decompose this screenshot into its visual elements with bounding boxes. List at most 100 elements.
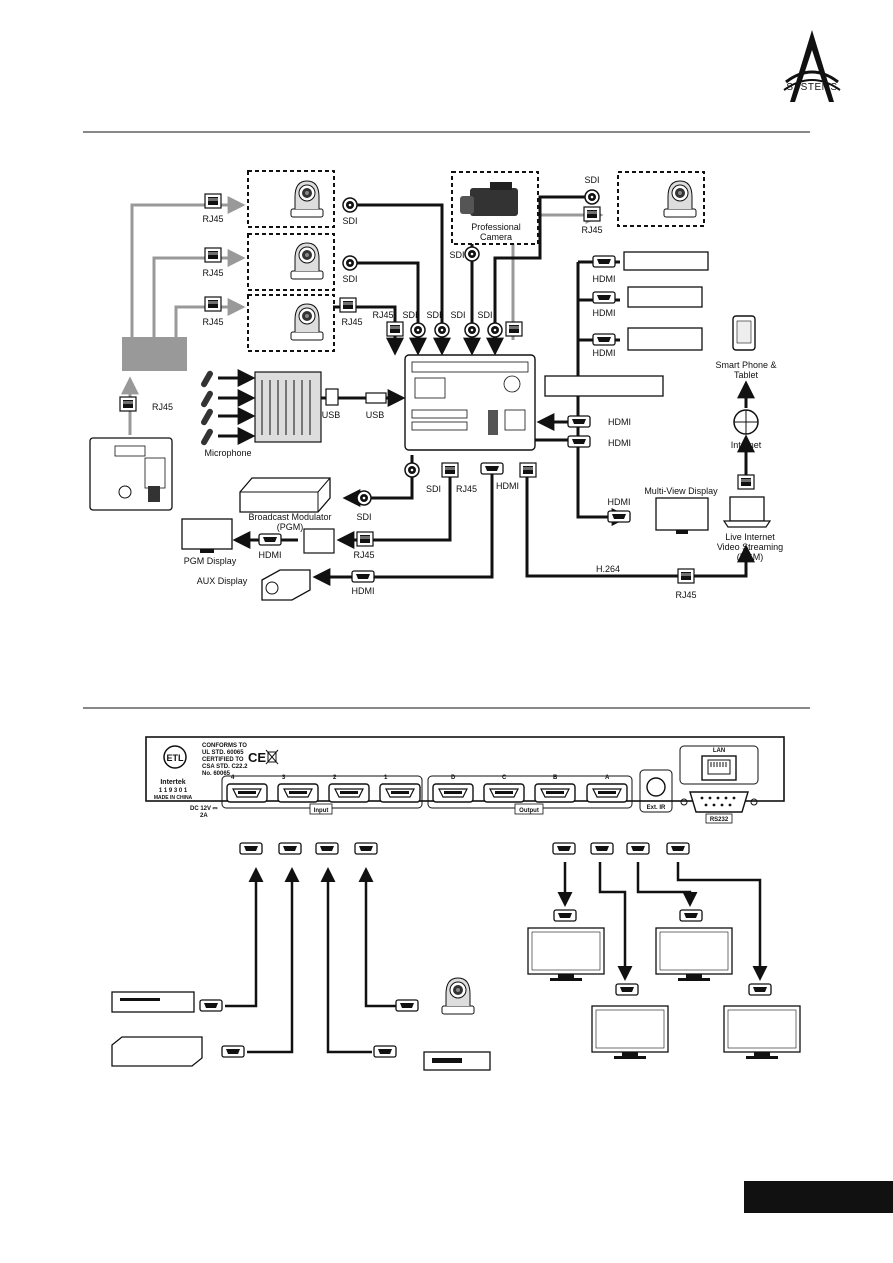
input-num: 3	[282, 775, 286, 781]
rj45-icon	[519, 462, 537, 478]
h264-label: H.264	[596, 564, 620, 574]
cert-line: CERTIFIED TO	[202, 757, 244, 763]
hdmi-connector-icon	[592, 291, 616, 304]
rj45-label: RJ45	[202, 214, 223, 224]
hdmi-label: HDMI	[608, 438, 631, 448]
hdmi-connector-icon	[592, 255, 616, 268]
multiview-display	[655, 497, 709, 534]
sdi-label: SDI	[356, 512, 371, 522]
sdi-connector-icon	[356, 490, 372, 506]
power-amp-label: 2A	[200, 813, 208, 819]
rj45-icon	[204, 296, 222, 312]
hdmi-connector-icon	[480, 462, 504, 475]
output-monitor	[655, 927, 733, 982]
rj45-label: RJ45	[341, 317, 362, 327]
sdi-connector-icon	[487, 322, 503, 338]
hdmi-input-port-2[interactable]	[328, 783, 370, 803]
hdmi-input-port-3[interactable]	[277, 783, 319, 803]
output-letter: C	[502, 775, 507, 781]
intertek-number: 1 1 9 3 0 1	[159, 788, 188, 794]
rj45-icon	[583, 206, 601, 222]
input-num: 4	[231, 775, 235, 781]
hdmi-output-port-a[interactable]	[586, 783, 628, 803]
ptz-camera-1	[247, 170, 335, 228]
hdmi-output-port-d[interactable]	[432, 783, 474, 803]
output-letter: B	[553, 775, 558, 781]
lan-port[interactable]	[701, 755, 737, 781]
cert-line: UL STD. 60065	[202, 750, 244, 756]
hdmi-connector-icon	[395, 999, 419, 1012]
rj45-icon	[204, 193, 222, 209]
pgm-display	[181, 518, 233, 553]
bluray-player-device	[627, 286, 703, 308]
weee-bin-icon	[265, 749, 279, 765]
sdi-label: SDI	[477, 310, 492, 320]
ce-mark: CE	[248, 750, 266, 765]
output-group-label: Output	[519, 808, 539, 814]
hdmi-connector-icon	[615, 983, 639, 996]
output-letter: D	[451, 775, 456, 781]
hdmi-label: HDMI	[608, 497, 631, 507]
rs232-tag	[705, 813, 733, 824]
av-receiver-device	[627, 327, 703, 351]
rj45-icon	[677, 568, 695, 584]
usb-port-icon	[325, 388, 339, 406]
sdi-label: SDI	[426, 310, 441, 320]
microphone-label: Microphone	[204, 448, 251, 458]
hdmi-connector-icon	[553, 909, 577, 922]
pgm-display-label: PGM Display	[184, 556, 237, 566]
power-label: DC 12V ⎓	[190, 806, 218, 812]
ptz-camera-4	[617, 171, 705, 227]
sdi-label: SDI	[426, 484, 441, 494]
hdmi-connector-icon	[373, 1045, 397, 1058]
sdi-connector-icon	[342, 197, 358, 213]
hdmi-connector-icon	[679, 909, 703, 922]
rj45-label: RJ45	[202, 268, 223, 278]
rs232-port[interactable]	[680, 791, 758, 813]
hdmi-output-port-c[interactable]	[483, 783, 525, 803]
page-tab	[744, 1181, 893, 1213]
hdmi-output-port-b[interactable]	[534, 783, 576, 803]
video-switcher	[404, 354, 536, 451]
intertek-label: Intertek	[160, 779, 185, 786]
usb-label: USB	[366, 410, 385, 420]
sdi-connector-icon	[464, 322, 480, 338]
svg-text:ETL: ETL	[167, 753, 185, 763]
multiview-label: Multi-View Display	[644, 486, 718, 496]
output-letter: A	[605, 775, 610, 781]
usb-label: USB	[322, 410, 341, 420]
cert-line: CSA STD. C22.2	[202, 764, 248, 770]
ptz-camera-source	[441, 977, 475, 1015]
hdmi-connector-icon	[199, 999, 223, 1012]
input-tag	[309, 803, 333, 815]
camera-controller	[89, 437, 173, 511]
sdi-connector-icon	[342, 255, 358, 271]
output-lines	[232, 455, 755, 586]
sdi-connector-icon	[584, 189, 600, 205]
rj45-label: RJ45	[675, 590, 696, 600]
sdi-label: SDI	[584, 175, 599, 185]
rj45-icon	[339, 297, 357, 313]
cert-line: CONFORMS TO	[202, 743, 247, 749]
output-tag	[514, 803, 544, 815]
hdmi-input-port-4[interactable]	[226, 783, 268, 803]
hdmi-connector-icon	[567, 435, 591, 448]
rj45-icon	[204, 247, 222, 263]
made-in-label: MADE IN CHINA	[154, 795, 193, 801]
av-receiver-device	[423, 1051, 491, 1071]
audio-mixer	[254, 371, 322, 443]
media-box-device	[111, 1036, 203, 1067]
rj45-icon	[386, 321, 404, 337]
microphone-icon	[218, 369, 256, 445]
rj45-icon	[356, 531, 374, 547]
rj45-label: RJ45	[372, 310, 393, 320]
hdmi-connector-icon	[221, 1045, 245, 1058]
broadcast-modulator-label: Broadcast Modulator(PGM)	[248, 512, 331, 532]
microphone-icon	[201, 370, 213, 446]
ptz-camera-3	[247, 294, 335, 352]
hdmi-input-port-1[interactable]	[379, 783, 421, 803]
professional-camera	[451, 171, 539, 245]
ext-ir-port[interactable]	[646, 777, 666, 797]
hdmi-connector-icon	[351, 570, 375, 583]
